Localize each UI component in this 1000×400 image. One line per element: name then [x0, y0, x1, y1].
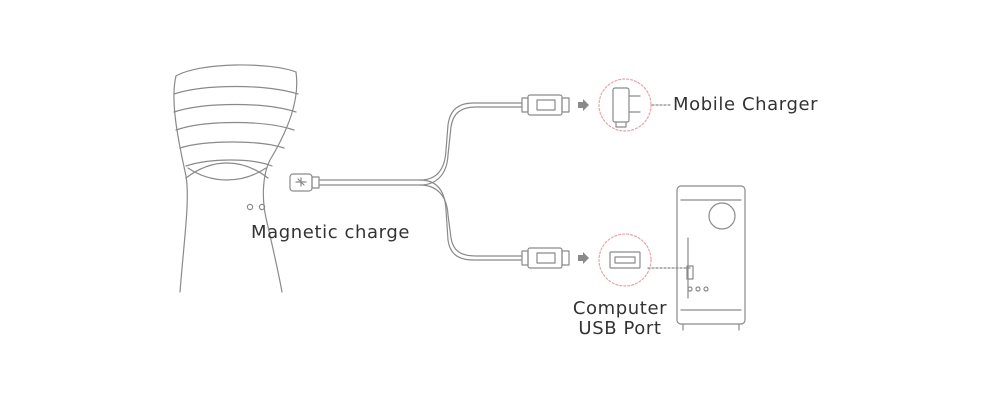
mobile-charger-label: Mobile Charger	[673, 94, 819, 115]
computer-label-line1: Computer	[572, 298, 668, 319]
computer-tower-icon	[676, 185, 746, 331]
usb-plug-icon	[521, 94, 570, 116]
device-icon	[173, 64, 299, 293]
computer-label-line2: USB Port	[578, 318, 662, 339]
usb-plug-icon	[521, 247, 570, 269]
magnetic-connector-icon	[289, 173, 320, 192]
cable-split	[318, 102, 523, 261]
wall-charger-icon	[598, 78, 671, 132]
arrow-icon	[578, 99, 589, 111]
arrow-icon	[578, 252, 589, 264]
computer-usb-port-label: Computer USB Port	[565, 299, 675, 339]
magnetic-charge-label: Magnetic charge	[251, 222, 411, 243]
usb-port-icon	[598, 233, 691, 287]
